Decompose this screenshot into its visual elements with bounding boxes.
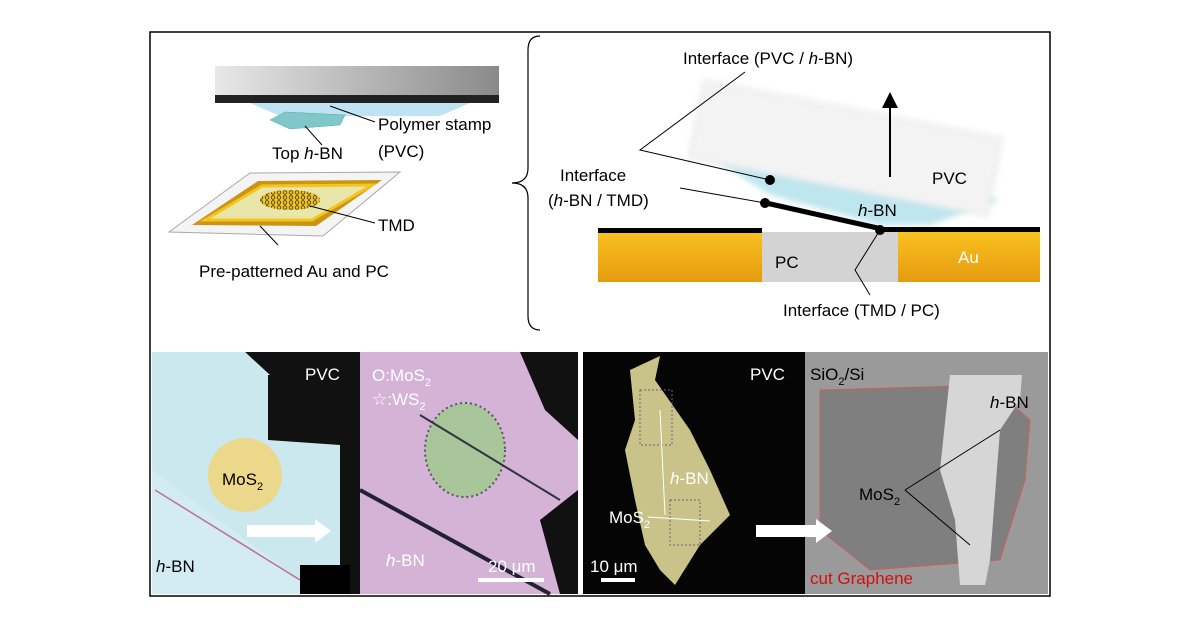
micrograph-left: PVC O:MoS2 ☆:WS2 MoS2 h-BN h-BN 20 μm xyxy=(152,352,578,596)
pvc-block xyxy=(687,79,1004,218)
arrow-right-icon xyxy=(247,519,331,543)
substrate-label: SiO2/Si xyxy=(810,365,864,388)
hbn-flake-photo xyxy=(940,375,1022,585)
tmd-lattice xyxy=(260,190,320,210)
interface-hbn-tmd-label-2: (h-BN / TMD) xyxy=(548,191,649,210)
mos2-label: MoS2 xyxy=(859,485,900,508)
leader-line xyxy=(304,125,323,146)
tmd-label: TMD xyxy=(378,216,415,235)
hbn-flake-photo xyxy=(625,356,730,585)
scale-bar xyxy=(601,578,635,582)
interface-hbn-tmd-label: Interface xyxy=(560,166,626,185)
stamp-base xyxy=(215,95,499,103)
leader-line xyxy=(647,516,711,522)
scale-bar-label: 10 μm xyxy=(590,557,638,576)
mos2-label: MoS2 xyxy=(222,470,263,493)
arrow-head-icon xyxy=(882,92,898,108)
pc-label: PC xyxy=(775,253,799,272)
hbn-tmd-layer xyxy=(765,200,883,232)
top-hbn-flake xyxy=(269,111,346,130)
au-label: Au xyxy=(958,248,979,267)
leader-line xyxy=(679,187,766,204)
stamp-schematic: Polymer stamp (PVC) Top h-BN TMD Pre-pat… xyxy=(167,66,499,281)
top-hbn-label: Top h-BN xyxy=(272,144,343,163)
micrograph-right: PVC SiO2/Si h-BN h-BN MoS2 MoS2 10 μm cu… xyxy=(583,352,1048,594)
mos2-outline-dotted xyxy=(639,389,673,446)
legend-ws2: ☆:WS2 xyxy=(372,390,425,413)
leader-line xyxy=(259,225,279,246)
mos2-label: MoS2 xyxy=(609,508,650,531)
hbn-label: h-BN xyxy=(858,201,897,220)
stamp-label-pvc: (PVC) xyxy=(378,142,424,161)
corner-shadow xyxy=(300,565,350,594)
legend-mos2: O:MoS2 xyxy=(372,366,431,389)
substrate-label: Pre-patterned Au and PC xyxy=(199,262,389,281)
hbn-label: h-BN xyxy=(156,557,195,576)
hbn-crack xyxy=(419,414,561,501)
stamp-label: Polymer stamp xyxy=(378,115,491,134)
hbn-crack xyxy=(359,488,551,596)
leader-line xyxy=(854,229,881,296)
flake-edge xyxy=(154,489,301,581)
brace xyxy=(511,35,541,331)
leader-line xyxy=(904,429,1001,491)
au-right xyxy=(898,232,1040,282)
dark-corner xyxy=(520,352,578,440)
leader-line xyxy=(659,409,666,516)
au-left xyxy=(598,232,762,282)
leader-line xyxy=(904,489,971,546)
interface-pvc-hbn-label: Interface (PVC / h-BN) xyxy=(683,49,853,68)
cross-section-schematic: PVC PC Au h-BN Interface (PVC / h-BN) In… xyxy=(548,49,1040,320)
dark-corner xyxy=(540,490,578,594)
scale-bar-label: 20 μm xyxy=(488,557,536,576)
hbn-label: h-BN xyxy=(670,469,709,488)
tmd-right xyxy=(880,227,1040,232)
mos2-flake-photo xyxy=(208,438,282,512)
arrow-right-icon xyxy=(756,519,832,543)
mos2-outline-dotted xyxy=(424,402,506,498)
leader-line xyxy=(329,105,376,123)
scale-bar xyxy=(478,578,544,582)
hbn-label: h-BN xyxy=(990,393,1029,412)
pvc-label: PVC xyxy=(932,169,967,188)
tmd-left xyxy=(598,228,762,233)
pc-block xyxy=(762,232,898,282)
hbn-label: h-BN xyxy=(386,551,425,570)
stamp-body xyxy=(215,66,499,95)
leader-line xyxy=(309,205,376,224)
cut-graphene-label: cut Graphene xyxy=(810,569,913,588)
pvc-label: PVC xyxy=(305,365,340,384)
mos2-outline-dotted xyxy=(669,499,701,546)
leader-line xyxy=(638,71,771,181)
pvc-label: PVC xyxy=(750,365,785,384)
interface-tmd-pc-label: Interface (TMD / PC) xyxy=(783,301,940,320)
